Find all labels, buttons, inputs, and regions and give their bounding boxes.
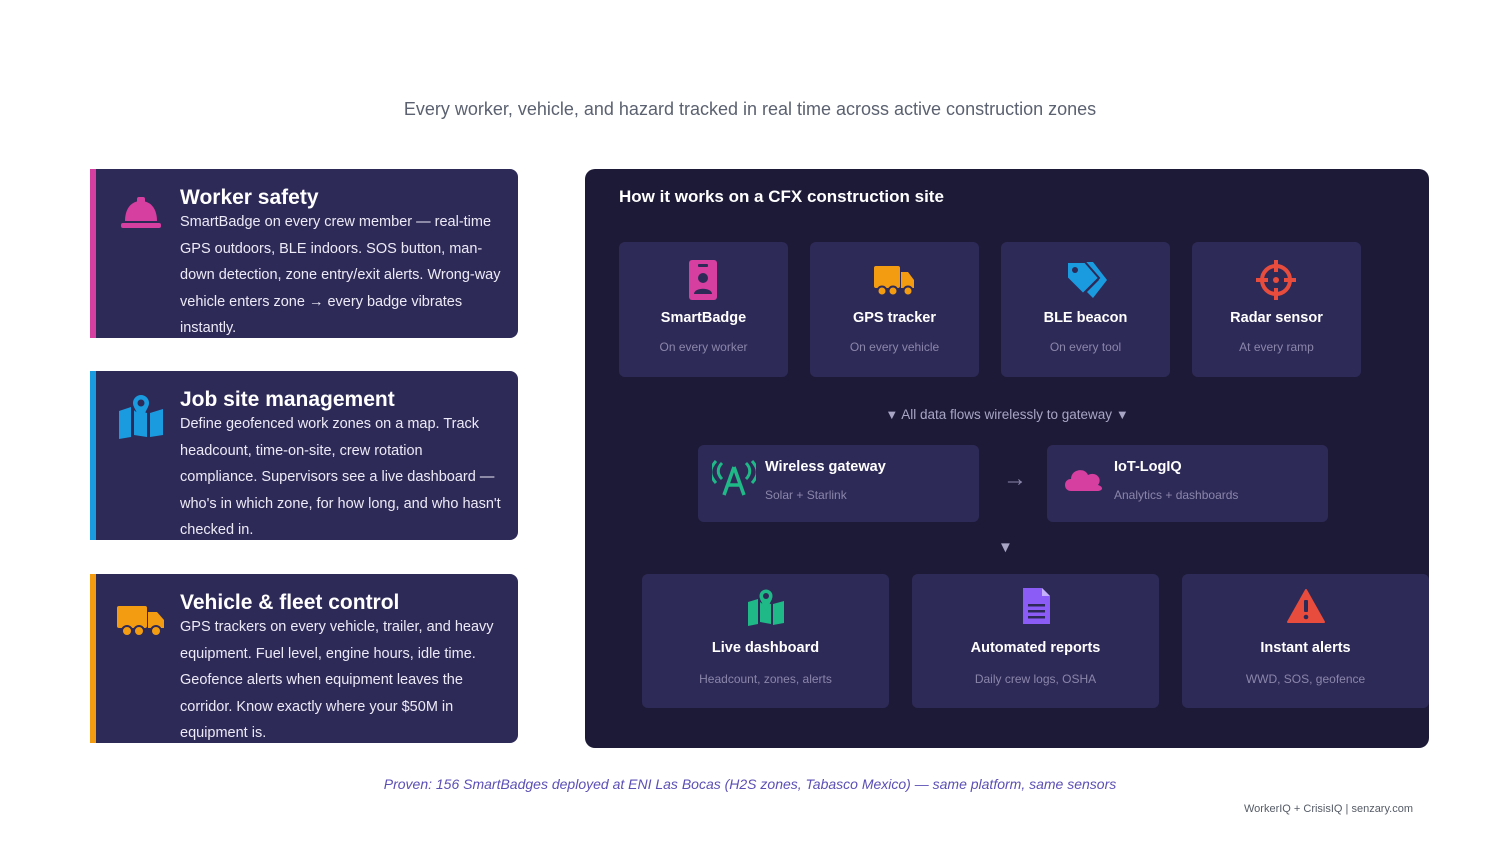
gateway-title: Wireless gateway bbox=[765, 459, 886, 475]
output-title: Instant alerts bbox=[1260, 640, 1351, 656]
footer-credit: WorkerIQ + CrisisIQ | senzary.com bbox=[1243, 803, 1413, 815]
feature-card-worker-safety: Worker safety SmartBadge on every crew m… bbox=[90, 169, 518, 338]
page-subtitle: Every worker, vehicle, and hazard tracke… bbox=[403, 99, 1097, 119]
device-title: Radar sensor bbox=[1230, 310, 1323, 326]
document-icon bbox=[1016, 586, 1056, 626]
flow-note-text: All data flows wirelessly to gateway bbox=[901, 407, 1113, 422]
feature-description: GPS trackers on every vehicle, trailer, … bbox=[180, 619, 494, 742]
device-subtitle: At every ramp bbox=[1239, 340, 1314, 354]
arrow-down-icon: ▼ bbox=[998, 539, 1013, 556]
feature-title: Job site management bbox=[180, 388, 395, 411]
feature-description: SmartBadge on every crew member — real-t… bbox=[180, 214, 501, 337]
map-pin-icon bbox=[117, 391, 165, 439]
badge-icon bbox=[681, 258, 725, 302]
gateway-subtitle: Solar + Starlink bbox=[765, 488, 847, 502]
device-title: BLE beacon bbox=[1043, 310, 1128, 326]
output-subtitle: Daily crew logs, OSHA bbox=[974, 672, 1097, 686]
proof-statement: Proven: 156 SmartBadges deployed at ENI … bbox=[383, 776, 1117, 792]
feature-description: Define geofenced work zones on a map. Tr… bbox=[180, 416, 501, 539]
output-title: Live dashboard bbox=[711, 640, 820, 656]
accent-bar bbox=[90, 574, 96, 743]
triangle-down-icon: ▼ bbox=[1115, 407, 1129, 422]
warning-icon bbox=[1286, 586, 1326, 626]
device-title: GPS tracker bbox=[852, 310, 937, 326]
map-icon bbox=[746, 586, 786, 626]
tag-icon bbox=[1063, 258, 1107, 302]
device-subtitle: On every vehicle bbox=[849, 340, 940, 354]
hard-hat-icon bbox=[117, 189, 165, 237]
arrow-right-icon: → bbox=[1003, 465, 1027, 492]
feature-title: Worker safety bbox=[180, 186, 319, 209]
output-subtitle: Headcount, zones, alerts bbox=[699, 672, 832, 686]
crosshair-icon bbox=[1254, 258, 1298, 302]
panel-title: How it works on a CFX construction site bbox=[619, 187, 944, 206]
feature-card-job-site-management: Job site management Define geofenced wor… bbox=[90, 371, 518, 540]
output-card-automated-reports: Automated reports Daily crew logs, OSHA bbox=[912, 574, 1159, 708]
truck-icon bbox=[872, 258, 916, 302]
device-card-smartbadge: SmartBadge On every worker bbox=[619, 242, 788, 377]
output-title: Automated reports bbox=[970, 640, 1101, 656]
platform-subtitle: Analytics + dashboards bbox=[1114, 488, 1239, 502]
feature-card-vehicle-fleet: Vehicle & fleet control GPS trackers on … bbox=[90, 574, 518, 743]
antenna-icon bbox=[709, 459, 759, 497]
device-title: SmartBadge bbox=[660, 310, 747, 326]
output-card-instant-alerts: Instant alerts WWD, SOS, geofence bbox=[1182, 574, 1429, 708]
gateway-card: Wireless gateway Solar + Starlink bbox=[698, 445, 979, 522]
truck-icon bbox=[117, 594, 165, 642]
accent-bar bbox=[90, 371, 96, 540]
accent-bar bbox=[90, 169, 96, 338]
output-subtitle: WWD, SOS, geofence bbox=[1245, 672, 1366, 686]
platform-title: IoT-LogIQ bbox=[1114, 459, 1182, 475]
triangle-down-icon: ▼ bbox=[885, 407, 899, 422]
cloud-icon bbox=[1061, 459, 1105, 497]
device-card-radar-sensor: Radar sensor At every ramp bbox=[1192, 242, 1361, 377]
platform-card: IoT-LogIQ Analytics + dashboards bbox=[1047, 445, 1328, 522]
device-subtitle: On every tool bbox=[1049, 340, 1122, 354]
output-card-live-dashboard: Live dashboard Headcount, zones, alerts bbox=[642, 574, 889, 708]
how-it-works-panel: How it works on a CFX construction site … bbox=[585, 169, 1429, 748]
device-card-gps-tracker: GPS tracker On every vehicle bbox=[810, 242, 979, 377]
device-subtitle: On every worker bbox=[659, 340, 748, 354]
device-card-ble-beacon: BLE beacon On every tool bbox=[1001, 242, 1170, 377]
feature-title: Vehicle & fleet control bbox=[180, 591, 400, 614]
flow-note: ▼ All data flows wirelessly to gateway ▼ bbox=[585, 407, 1429, 422]
